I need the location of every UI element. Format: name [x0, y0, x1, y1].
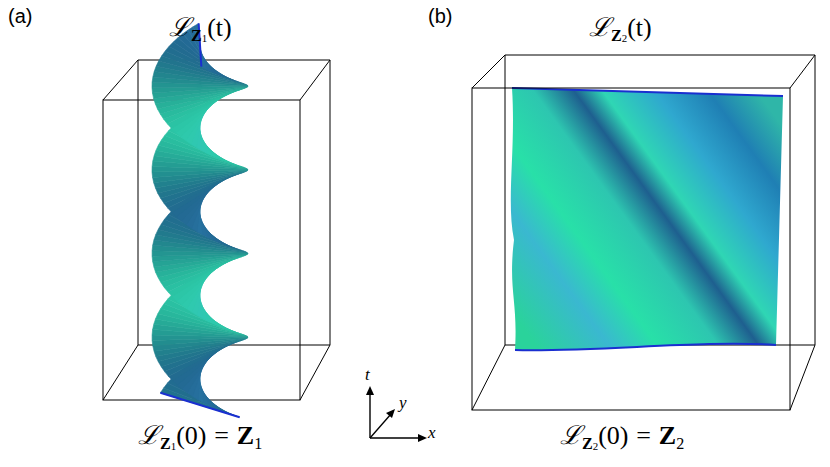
math-text: t [365, 365, 370, 384]
math-text: y [399, 393, 407, 412]
formula-label: ℒZ2(0)=Z2 [560, 422, 684, 452]
math-text: Z [160, 435, 171, 452]
helix-strip [153, 171, 248, 183]
math-text: Z [659, 421, 676, 450]
math-text: Z [237, 421, 254, 450]
plane-surface [511, 88, 783, 350]
math-text: 2 [593, 440, 598, 452]
formula-label: ℒZ1(t) [169, 14, 232, 44]
formula-label: (a) [8, 6, 32, 26]
math-text: ℒ [169, 12, 191, 42]
math-text: (t) [627, 13, 652, 42]
panel-letter: (a) [8, 5, 32, 27]
formula-label: ℒZ1(0)=Z1 [138, 422, 262, 452]
axes [366, 386, 427, 442]
box-frame-a [103, 60, 330, 400]
helix-edge [160, 393, 239, 417]
helix-strip [153, 87, 248, 99]
helix-strip [153, 254, 248, 267]
math-text: (0) [598, 421, 628, 450]
formula-label: t [365, 366, 370, 383]
math-text: 1 [202, 32, 207, 44]
math-text: ℒ [138, 420, 160, 450]
math-text: ℒ [560, 420, 582, 450]
math-text: Z [611, 27, 622, 44]
helix-surface [152, 23, 248, 417]
plane-top-edge [512, 88, 783, 96]
math-text: Z [582, 435, 593, 452]
math-text: 1 [254, 435, 262, 452]
formula-label: (b) [428, 6, 452, 26]
plane-bottom-edge [515, 344, 776, 350]
math-text: = [214, 421, 229, 450]
panel-letter: (b) [428, 5, 452, 27]
math-text: (t) [207, 13, 232, 42]
math-text: 2 [676, 435, 684, 452]
math-text: = [636, 421, 651, 450]
math-text: 2 [622, 32, 627, 44]
math-text: x [428, 423, 436, 442]
math-text: 1 [171, 440, 176, 452]
formula-label: x [428, 424, 436, 441]
box-frame-b-front [472, 55, 815, 410]
formula-label: y [399, 394, 407, 411]
math-text: Z [191, 27, 202, 44]
formula-label: ℒZ2(t) [589, 14, 652, 44]
math-text: ℒ [589, 12, 611, 42]
math-text: (0) [176, 421, 206, 450]
